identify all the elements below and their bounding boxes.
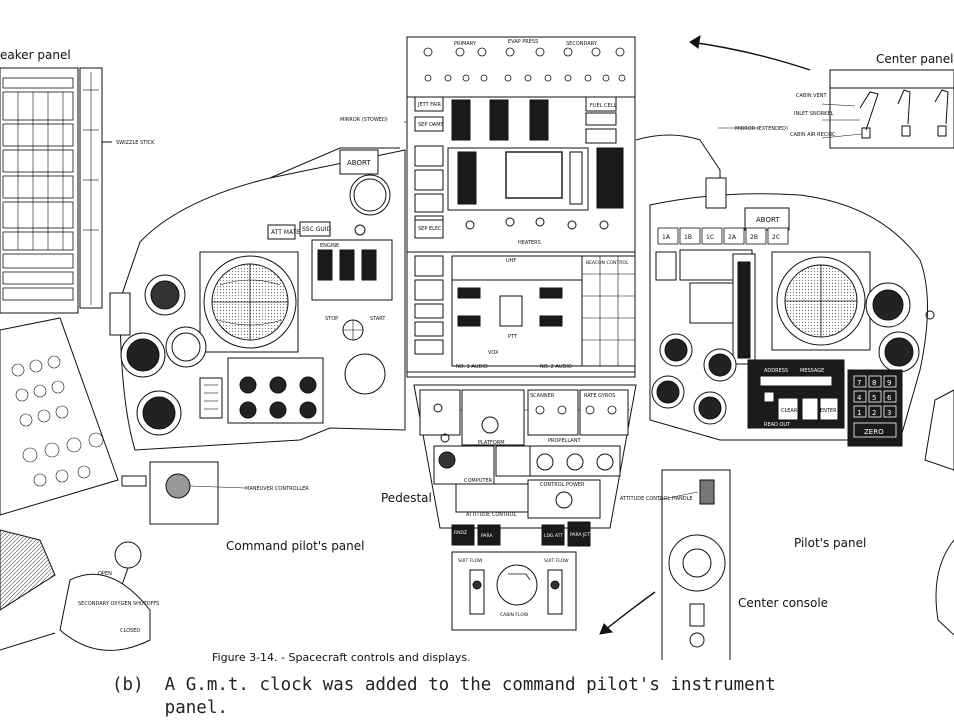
suit-flow-right-label: SUIT FLOW bbox=[544, 558, 569, 564]
callout-labels: SWIZZLE STICK MIRROR (STOWED) MIRROR (EX… bbox=[78, 93, 836, 634]
breaker-panel-label: eaker panel bbox=[0, 48, 71, 62]
key-6: 6 bbox=[887, 394, 892, 402]
body-line-2: panel. bbox=[112, 698, 228, 718]
scanner-label: SCANNER bbox=[530, 393, 555, 399]
pedestal-label: Pedestal bbox=[381, 491, 432, 505]
sequence-light-labels: 1A 1B 1C 2A 2B 2C bbox=[662, 234, 780, 241]
center-console bbox=[657, 469, 731, 660]
attitude-control-label: ATTITUDE CONTROL bbox=[466, 512, 516, 518]
pedestal bbox=[413, 384, 637, 547]
primary-label: PRIMARY bbox=[454, 41, 477, 47]
figure-caption: Figure 3-14. - Spacecraft controls and d… bbox=[212, 651, 471, 664]
secondary-oxygen-label: SECONDARY OXYGEN SHUTOFFS bbox=[78, 601, 159, 607]
cabin-flow-label: CABIN FLOW bbox=[500, 612, 529, 618]
seq-light-1a: 1A bbox=[662, 234, 671, 241]
jett-fair-label: JETT FAIR bbox=[417, 102, 442, 108]
heaters-label: HEATERS bbox=[518, 240, 541, 246]
propellant-label: PROPELLANT bbox=[548, 438, 581, 444]
command-pilots-panel-label: Command pilot's panel bbox=[226, 539, 365, 553]
key-4: 4 bbox=[857, 394, 862, 402]
uhf-label: UHF bbox=[506, 258, 516, 264]
para-jett-label: PARA JETT bbox=[570, 532, 593, 538]
rate-gyros-label: RATE GYROS bbox=[584, 393, 615, 399]
seq-light-1b: 1B bbox=[684, 234, 692, 241]
panel-text: ABORT ABORT ATT MATE SSC GUID ENGINE PRI… bbox=[271, 39, 837, 618]
key-zero: ZERO bbox=[864, 428, 884, 436]
message-label: MESSAGE bbox=[800, 368, 824, 374]
suit-flow-left-label: SUIT FLOW bbox=[458, 558, 483, 564]
swizzle-stick-label: SWIZZLE STICK bbox=[116, 140, 155, 146]
seq-light-2b: 2B bbox=[750, 234, 758, 241]
attitude-control-handle-label: ATTITUDE CONTROL HANDLE bbox=[620, 496, 693, 502]
key-5: 5 bbox=[872, 394, 876, 402]
pilots-panel-label: Pilot's panel bbox=[794, 536, 867, 550]
cabin-vent-label: CABIN VENT bbox=[796, 93, 827, 99]
mirror-extended-label: MIRROR (EXTENDED) bbox=[735, 126, 788, 132]
sep-oams-label: SEP OAMS bbox=[418, 122, 444, 128]
ldg-att-label: LDG ATT bbox=[544, 533, 563, 539]
center-console-label: Center console bbox=[738, 596, 829, 610]
mirror-extended bbox=[635, 127, 760, 209]
start-label: START bbox=[370, 316, 386, 322]
para-label: PARA bbox=[481, 533, 493, 539]
key-2: 2 bbox=[872, 409, 876, 417]
left-side-panel bbox=[0, 317, 119, 516]
no1-audio-label: NO. 1 AUDIO bbox=[456, 364, 488, 370]
body-line-1: (b) A G.m.t. clock was added to the comm… bbox=[112, 675, 776, 695]
flow-control-panel bbox=[451, 551, 577, 631]
fuel-cell-label: FUEL CELL bbox=[590, 103, 617, 109]
inlet-snorkel-label: INLET SNORKEL bbox=[794, 111, 834, 117]
pilot-panel bbox=[649, 193, 935, 447]
seq-light-1c: 1C bbox=[706, 234, 714, 241]
vox-label: VOX bbox=[488, 350, 499, 356]
open-label: OPEN bbox=[98, 571, 112, 577]
address-label: ADDRESS bbox=[764, 368, 788, 374]
abort-label-right: ABORT bbox=[756, 216, 780, 224]
center-panel-inset bbox=[821, 69, 954, 149]
ssc-guid-label: SSC GUID bbox=[302, 226, 332, 233]
key-9: 9 bbox=[887, 379, 891, 387]
ptt-label: PTT bbox=[508, 334, 518, 340]
control-power-label: CONTROL POWER bbox=[540, 482, 585, 488]
maneuver-controller-label: MANEUVER CONTROLLER bbox=[245, 486, 309, 492]
right-side-panel bbox=[924, 389, 954, 636]
enter-label: ENTER bbox=[820, 408, 837, 414]
engine-label: ENGINE bbox=[320, 243, 339, 249]
cabin-air-recirc-label: CABIN AIR RECIRC bbox=[790, 132, 836, 138]
seq-light-2a: 2A bbox=[728, 234, 737, 241]
seq-light-2c: 2C bbox=[772, 234, 780, 241]
key-1: 1 bbox=[857, 409, 861, 417]
abort-label-left: ABORT bbox=[347, 159, 371, 167]
att-mate-label: ATT MATE bbox=[271, 229, 300, 236]
center-instrument-panel bbox=[406, 36, 636, 378]
body-paragraph: (b) A G.m.t. clock was added to the comm… bbox=[112, 674, 776, 720]
evap-press-label: EVAP PRESS bbox=[508, 39, 538, 45]
secondary-oxygen-control bbox=[0, 529, 151, 651]
sep-elec-label: SEP ELEC bbox=[418, 226, 442, 232]
stop-label: STOP bbox=[325, 316, 338, 322]
keypad: 7 8 9 4 5 6 1 2 3 ZERO bbox=[853, 375, 897, 438]
key-3: 3 bbox=[887, 409, 891, 417]
center-panel-label: Center panel bbox=[876, 52, 954, 66]
computer-label: COMPUTER bbox=[464, 478, 493, 484]
clear-label: CLEAR bbox=[781, 408, 798, 414]
key-7: 7 bbox=[857, 379, 861, 387]
spacecraft-controls-diagram: SWIZZLE STICK MIRROR (STOWED) MIRROR (EX… bbox=[0, 35, 954, 660]
read-out-label: READ OUT bbox=[764, 422, 791, 428]
closed-label: CLOSED bbox=[120, 628, 140, 634]
beacon-control-label: BEACON CONTROL bbox=[586, 260, 629, 266]
no2-audio-label: NO. 2 AUDIO bbox=[540, 364, 572, 370]
pointer-arrows bbox=[599, 35, 811, 635]
secondary-label: SECONDARY bbox=[566, 41, 598, 47]
mirror-stowed-label: MIRROR (STOWED) bbox=[340, 117, 388, 123]
command-pilot-panel bbox=[109, 121, 418, 525]
circuit-breaker-panel bbox=[0, 67, 112, 314]
key-8: 8 bbox=[872, 379, 876, 387]
platform-label: PLATFORM bbox=[478, 440, 505, 446]
rndz-label: RNDZ bbox=[454, 530, 467, 536]
